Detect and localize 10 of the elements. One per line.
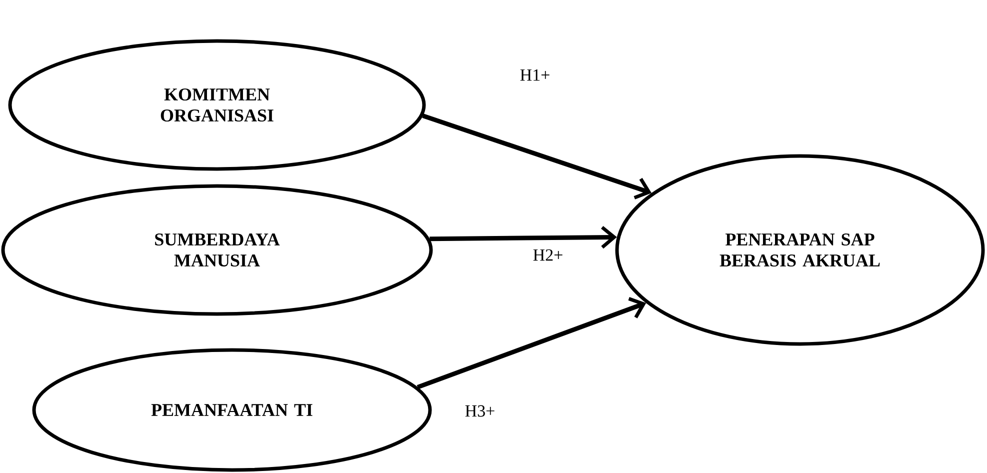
ellipse-node: KOMITMEN ORGANISASI — [8, 39, 426, 171]
edge-label: H1+ — [518, 68, 552, 82]
ellipse-node: PENERAPAN SAP BERASIS AKRUAL — [615, 154, 985, 346]
ellipse-node: PEMANFAATAN TI — [32, 348, 432, 472]
ellipse-node: SUMBERDAYA MANUSIA — [1, 184, 433, 316]
arrow — [416, 297, 646, 390]
edge-label: H3+ — [464, 404, 496, 418]
edge-label: H2+ — [532, 248, 564, 262]
arrow — [422, 114, 652, 200]
arrow — [430, 226, 617, 249]
